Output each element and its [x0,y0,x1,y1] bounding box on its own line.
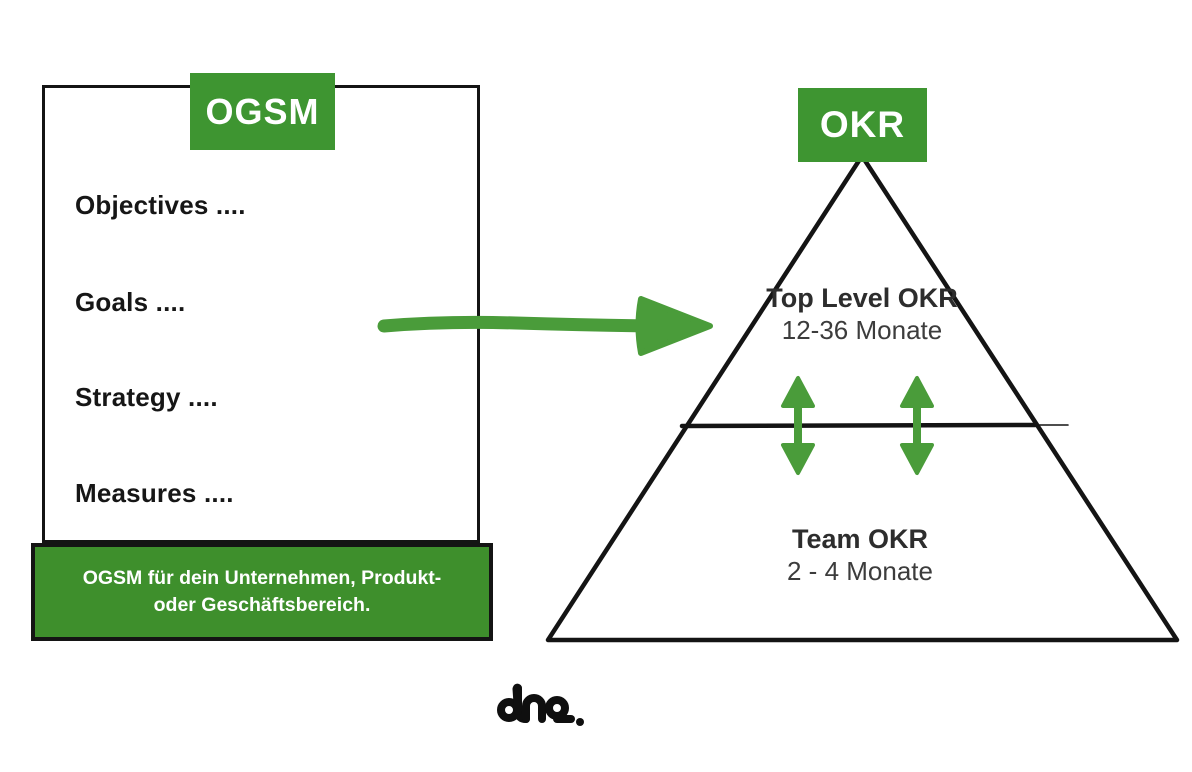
ogsm-banner-line1: OGSM für dein Unternehmen, Produkt- [82,567,442,589]
team-okr-block: Team OKR 2 - 4 Monate [700,524,1020,587]
top-level-okr-duration: 12-36 Monate [781,315,943,345]
ogsm-item-objectives: Objectives .... [75,190,246,220]
ogsm-item-goals: Goals .... [75,287,186,317]
ogsm-banner-line2: oder Geschäftsbereich. [153,594,371,616]
ogsm-banner: OGSM für dein Unternehmen, Produkt- oder… [31,543,493,641]
top-level-okr-block: Top Level OKR 12-36 Monate [702,283,1022,346]
pyramid-outline [545,153,1180,643]
ogsm-box [42,85,480,543]
double-arrow-vertical-icon-left [781,376,815,475]
logo-text: dno. [0,0,1,1]
team-okr-duration: 2 - 4 Monate [787,556,933,586]
ogsm-badge: OGSM [190,73,335,150]
team-okr-title: Team OKR [791,524,929,554]
top-level-okr-title: Top Level OKR [766,283,958,313]
double-arrow-vertical-icon-right [900,376,934,475]
okr-pyramid [545,153,1180,643]
okr-badge: OKR [798,88,927,162]
ogsm-item-strategy: Strategy .... [75,382,218,412]
arrow-right-icon [377,296,713,356]
ogsm-item-measures: Measures .... [75,478,234,508]
pyramid-divider-line [679,422,1038,429]
dno-logo [497,683,584,726]
